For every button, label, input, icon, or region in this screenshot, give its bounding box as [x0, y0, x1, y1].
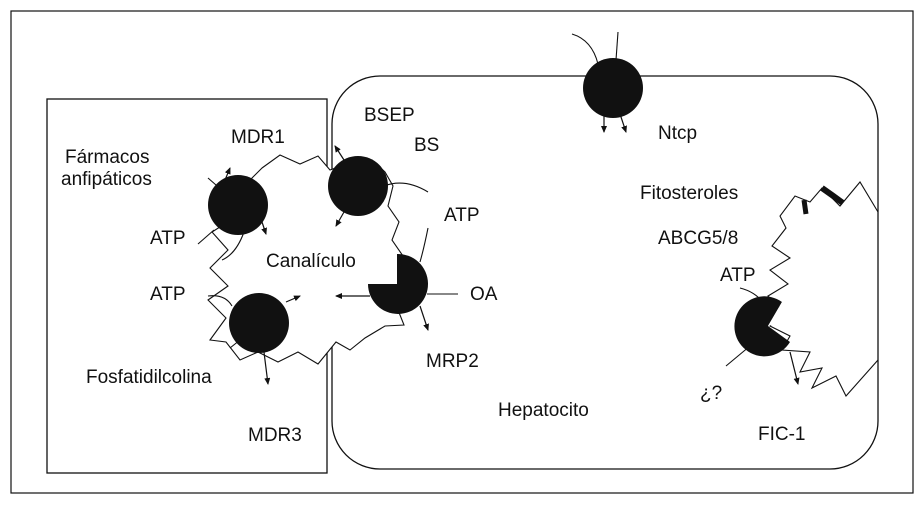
label-atp-left-bottom: ATP	[150, 284, 186, 305]
outer-frame	[10, 10, 914, 494]
abcg-cap-upper	[820, 185, 845, 206]
mdr1-transporter	[197, 167, 268, 261]
right-membrane	[767, 181, 879, 397]
label-ntcp: Ntcp	[658, 123, 698, 144]
ntcp-transporter	[571, 31, 643, 133]
label-mrp2: MRP2	[426, 351, 479, 372]
mdr3-transporter	[207, 293, 301, 385]
label-fic1: FIC-1	[758, 424, 806, 445]
label-bs: BS	[414, 135, 440, 156]
label-atp-left-top: ATP	[150, 228, 186, 249]
label-canaliculo: Canalículo	[266, 251, 356, 272]
label-mdr3: MDR3	[248, 425, 302, 446]
label-unknown: ¿?	[700, 383, 723, 404]
label-atp-right: ATP	[720, 265, 756, 286]
label-mdr1: MDR1	[231, 127, 285, 148]
bsep-transporter	[328, 145, 429, 227]
label-bsep: BSEP	[364, 105, 415, 126]
label-fitosteroles: Fitosteroles	[640, 183, 739, 204]
fic1-transporter	[725, 287, 800, 385]
label-abcg58: ABCG5/8	[658, 228, 739, 249]
label-anfipaticos: anfipáticos	[61, 169, 152, 190]
label-farmacos: Fármacos	[65, 147, 150, 168]
mrp2-transporter	[335, 227, 458, 331]
label-atp-center: ATP	[444, 205, 480, 226]
label-oa: OA	[470, 284, 498, 305]
abcg-cap-lower	[801, 199, 809, 215]
label-fosfatidilcolina: Fosfatidilcolina	[86, 367, 212, 388]
label-hepatocito: Hepatocito	[498, 400, 589, 421]
